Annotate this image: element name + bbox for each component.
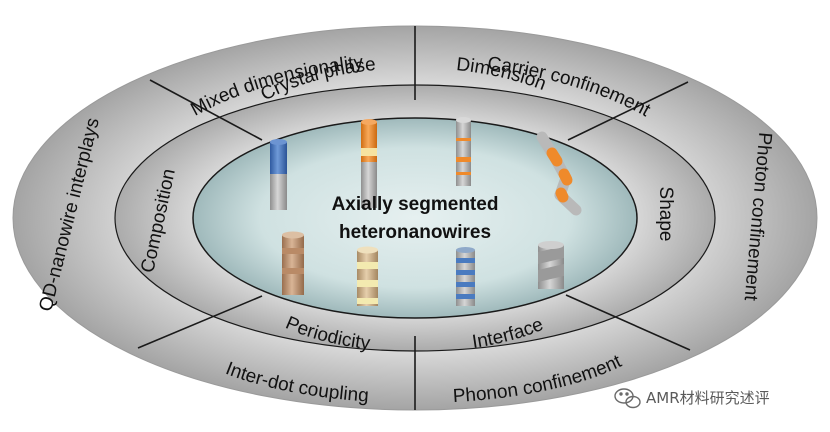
nanowire-crystal-phase	[270, 139, 287, 210]
nanowire-segment-orange	[456, 172, 471, 175]
label-shape: Shape	[655, 187, 676, 242]
nanowire-segment-blue	[270, 142, 287, 174]
nanowire-segment-orange	[456, 138, 471, 141]
separator-top-left	[149, 79, 263, 141]
nanowire-segment-orange	[456, 157, 471, 162]
center-ellipse	[192, 117, 638, 319]
nanowire-body	[456, 120, 471, 186]
center-title-line2: heteronanowires	[339, 222, 491, 243]
kink-joint-orange	[555, 187, 569, 203]
nanowire-top-cap	[361, 119, 377, 125]
nanowire-top-cap	[538, 241, 564, 249]
watermark-text: AMR材料研究述评	[646, 389, 770, 407]
nanowire-segment-cream	[357, 280, 378, 287]
center-title-line1: Axially segmented	[332, 194, 499, 215]
nanowire-composition	[282, 231, 304, 295]
nanowire-segment-blue	[456, 294, 475, 299]
nanowire-top-cap	[357, 246, 378, 254]
kink-joint-orange	[558, 168, 573, 186]
nanowire-band	[282, 268, 304, 274]
twist-facet	[538, 264, 564, 282]
nanowire-top-cap	[282, 231, 304, 239]
nanowire-segment-blue	[456, 270, 475, 275]
nanowire-body	[357, 250, 378, 306]
nanowire-shape-twisted	[538, 241, 564, 289]
nanowire-periodicity	[357, 246, 378, 306]
nanowire-segment-cream	[357, 262, 378, 269]
nanowire-top-cap	[456, 117, 471, 123]
separator-top-right	[567, 81, 689, 141]
watermark: AMR材料研究述评	[614, 388, 770, 409]
nanowire-dimension-2	[456, 117, 471, 186]
separator-bottom-right	[565, 294, 691, 351]
kink-joint-orange	[546, 147, 563, 167]
nanowire-top-cap	[270, 139, 287, 145]
wechat-icon	[614, 388, 641, 409]
nanowire-band	[282, 248, 304, 254]
nanowire-segment-cream	[357, 298, 378, 304]
separator-bottom-left	[137, 295, 263, 349]
nanowire-dimension-1	[361, 119, 377, 208]
nanowire-segment-cream	[361, 148, 377, 156]
nanowire-top-cap	[456, 247, 475, 253]
nanowire-body	[456, 250, 475, 306]
nanowire-segment-blue	[456, 258, 475, 263]
sector-separators	[137, 26, 691, 410]
nanowire-interface	[456, 247, 475, 306]
nanowire-segment-blue	[456, 282, 475, 287]
nanowire-shape-kinked	[536, 131, 582, 216]
twist-facet	[538, 246, 564, 264]
nanowire-body	[282, 235, 304, 295]
